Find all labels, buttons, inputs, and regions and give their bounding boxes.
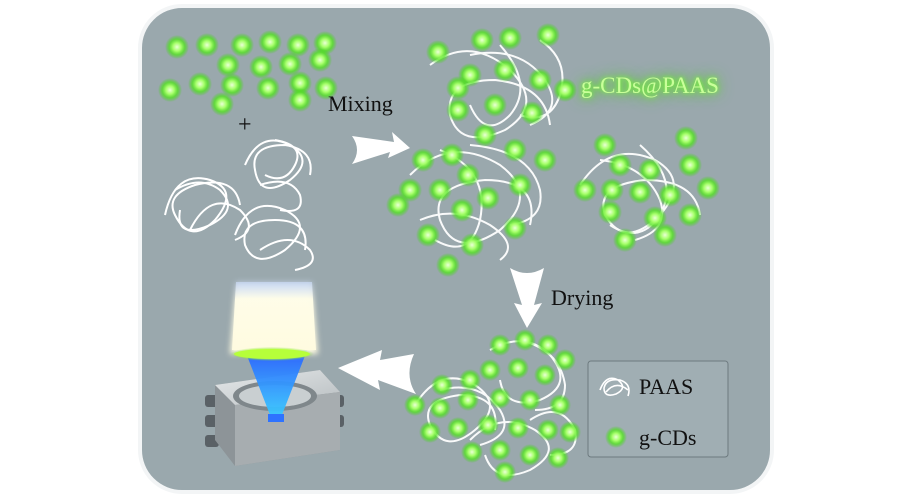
composite-label: g-CDs@PAAS xyxy=(581,73,719,98)
gcd-dot xyxy=(528,68,552,92)
gcd-dot xyxy=(195,33,219,57)
gcd-dot xyxy=(230,33,254,57)
gcd-dot xyxy=(489,334,511,356)
gcd-dot xyxy=(520,101,544,125)
gcd-dot xyxy=(547,447,569,469)
gcd-dot xyxy=(404,394,426,416)
gcd-dot xyxy=(256,76,280,100)
gcd-dot xyxy=(503,216,527,240)
gcd-dot xyxy=(459,369,481,391)
gcd-dot xyxy=(678,153,702,177)
gcd-dot xyxy=(519,444,541,466)
glowing-dot-icon xyxy=(605,426,627,448)
gcd-dot xyxy=(165,35,189,59)
gcd-dot xyxy=(258,30,282,54)
gcd-dot xyxy=(476,186,500,210)
gcd-dot xyxy=(553,78,577,102)
gcd-dot xyxy=(416,223,440,247)
gcd-dot xyxy=(446,76,470,100)
gcd-dot xyxy=(489,387,511,409)
gcd-dot xyxy=(628,180,652,204)
gcd-dot xyxy=(479,359,501,381)
gcd-dot xyxy=(210,92,234,116)
gcd-dot xyxy=(457,389,479,411)
gcd-dot xyxy=(489,439,511,461)
legend-gcds-label: g-CDs xyxy=(639,425,697,450)
gcd-dot xyxy=(440,143,464,167)
gcd-dot xyxy=(436,253,460,277)
gcd-dot xyxy=(220,73,244,97)
gcd-dots xyxy=(158,23,720,483)
gcd-dot xyxy=(554,349,576,371)
drying-arrow xyxy=(510,268,544,328)
gcd-dot xyxy=(678,203,702,227)
gcd-dot xyxy=(608,153,632,177)
gcd-dot xyxy=(429,397,451,419)
gcd-dot xyxy=(613,228,637,252)
gcd-dot xyxy=(158,78,182,102)
gcd-dot xyxy=(288,71,312,95)
gcd-dot xyxy=(386,193,410,217)
gcd-dot xyxy=(598,200,622,224)
gcd-dot xyxy=(419,421,441,443)
gcd-dot xyxy=(658,183,682,207)
gcd-dot xyxy=(188,72,212,96)
gcd-dot xyxy=(447,417,469,439)
gcd-dot xyxy=(600,178,624,202)
gcd-dot xyxy=(696,176,720,200)
gcd-dot xyxy=(446,98,470,122)
gcd-dot xyxy=(519,389,541,411)
gcd-dot xyxy=(494,461,516,483)
gcd-dot xyxy=(653,223,677,247)
gcd-dot xyxy=(638,158,662,182)
drying-label: Drying xyxy=(551,285,614,310)
paas-coils xyxy=(164,139,314,271)
gcd-dot xyxy=(573,178,597,202)
gcd-dot xyxy=(456,163,480,187)
gcd-dot xyxy=(249,55,273,79)
gcd-dot xyxy=(278,52,302,76)
gcd-dot xyxy=(503,138,527,162)
gcd-dot xyxy=(426,40,450,64)
gcd-dot xyxy=(288,88,312,112)
gcd-dot xyxy=(450,198,474,222)
gcd-dot xyxy=(559,421,581,443)
gcd-dot xyxy=(308,48,332,72)
gcd-dot xyxy=(514,329,536,351)
gcd-dot xyxy=(536,23,560,47)
legend-paas-label: PAAS xyxy=(639,374,694,399)
gcd-dot xyxy=(473,123,497,147)
gcd-dot xyxy=(314,76,338,100)
gcd-dot xyxy=(507,417,529,439)
gcd-dot xyxy=(537,419,559,441)
gcd-dot xyxy=(477,414,499,436)
mixing-label: Mixing xyxy=(328,91,393,116)
gcd-dot xyxy=(537,334,559,356)
gcd-dot xyxy=(411,148,435,172)
gcd-dot xyxy=(549,394,571,416)
gcd-dot xyxy=(534,364,556,386)
gcd-dot xyxy=(507,357,529,379)
return-arrow xyxy=(338,350,416,394)
gcd-dot xyxy=(461,441,483,463)
gcd-dot xyxy=(533,148,557,172)
gcd-dot xyxy=(470,28,494,52)
gcd-dot xyxy=(460,233,484,257)
gcd-dot xyxy=(428,178,452,202)
gcd-dot xyxy=(286,33,310,57)
gcd-dot xyxy=(498,26,522,50)
mixing-arrow xyxy=(352,132,410,164)
gcd-dot xyxy=(431,374,453,396)
gcd-dot xyxy=(493,58,517,82)
plus-sign: + xyxy=(238,112,252,138)
gcd-dot xyxy=(508,173,532,197)
gcd-dot xyxy=(483,93,507,117)
gcd-dot xyxy=(593,133,617,157)
gcd-dot xyxy=(674,126,698,150)
gcd-dot xyxy=(216,53,240,77)
led-chip-icon xyxy=(205,282,344,466)
polymer-coil-icon xyxy=(599,377,630,397)
